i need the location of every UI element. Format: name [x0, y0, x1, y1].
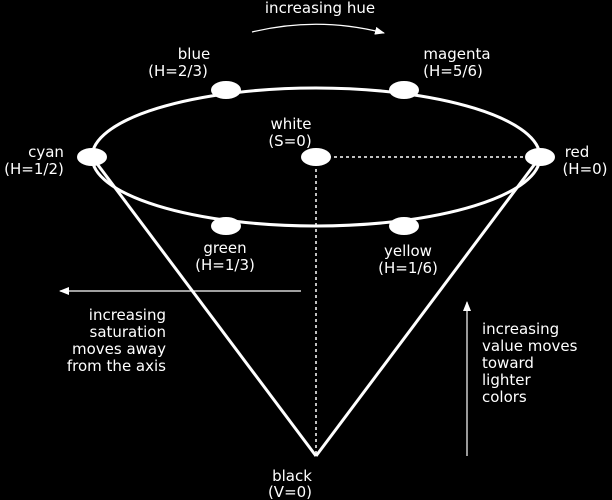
cone-right-edge	[314, 156, 542, 457]
yellow-label: yellow	[384, 242, 432, 260]
value-line-1: increasing	[482, 320, 559, 338]
cyan-label: cyan	[28, 143, 64, 161]
value-line-4: lighter	[482, 371, 531, 389]
value-line-3: toward	[482, 354, 534, 372]
saturation-line-4: from the axis	[67, 357, 166, 375]
saturation-line-3: moves away	[72, 340, 166, 358]
cyan-point	[77, 148, 107, 166]
value-line-2: value moves	[482, 337, 578, 355]
saturation-line-2: saturation	[90, 323, 167, 341]
cyan-value: (H=1/2)	[4, 160, 64, 178]
green-point	[211, 217, 241, 235]
red-value: (H=0)	[562, 160, 607, 178]
blue-label: blue	[178, 45, 210, 63]
cone-left-edge	[90, 156, 318, 457]
red-label: red	[565, 143, 590, 161]
magenta-point	[389, 81, 419, 99]
yellow-point	[389, 217, 419, 235]
white-point	[301, 148, 331, 166]
yellow-value: (H=1/6)	[378, 259, 438, 277]
black-value: (V=0)	[268, 483, 312, 500]
hue-arrow-label: increasing hue	[265, 0, 375, 17]
white-value: (S=0)	[268, 132, 311, 150]
saturation-line-1: increasing	[89, 306, 166, 324]
magenta-value: (H=5/6)	[423, 62, 483, 80]
blue-point	[211, 81, 241, 99]
blue-value: (H=2/3)	[148, 62, 208, 80]
hue-arrow	[251, 23, 385, 35]
red-point	[525, 148, 555, 166]
value-line-5: colors	[482, 388, 527, 406]
white-label: white	[270, 115, 311, 133]
green-label: green	[203, 239, 246, 257]
green-value: (H=1/3)	[195, 256, 255, 274]
black-label: black	[272, 467, 312, 485]
magenta-label: magenta	[423, 45, 490, 63]
